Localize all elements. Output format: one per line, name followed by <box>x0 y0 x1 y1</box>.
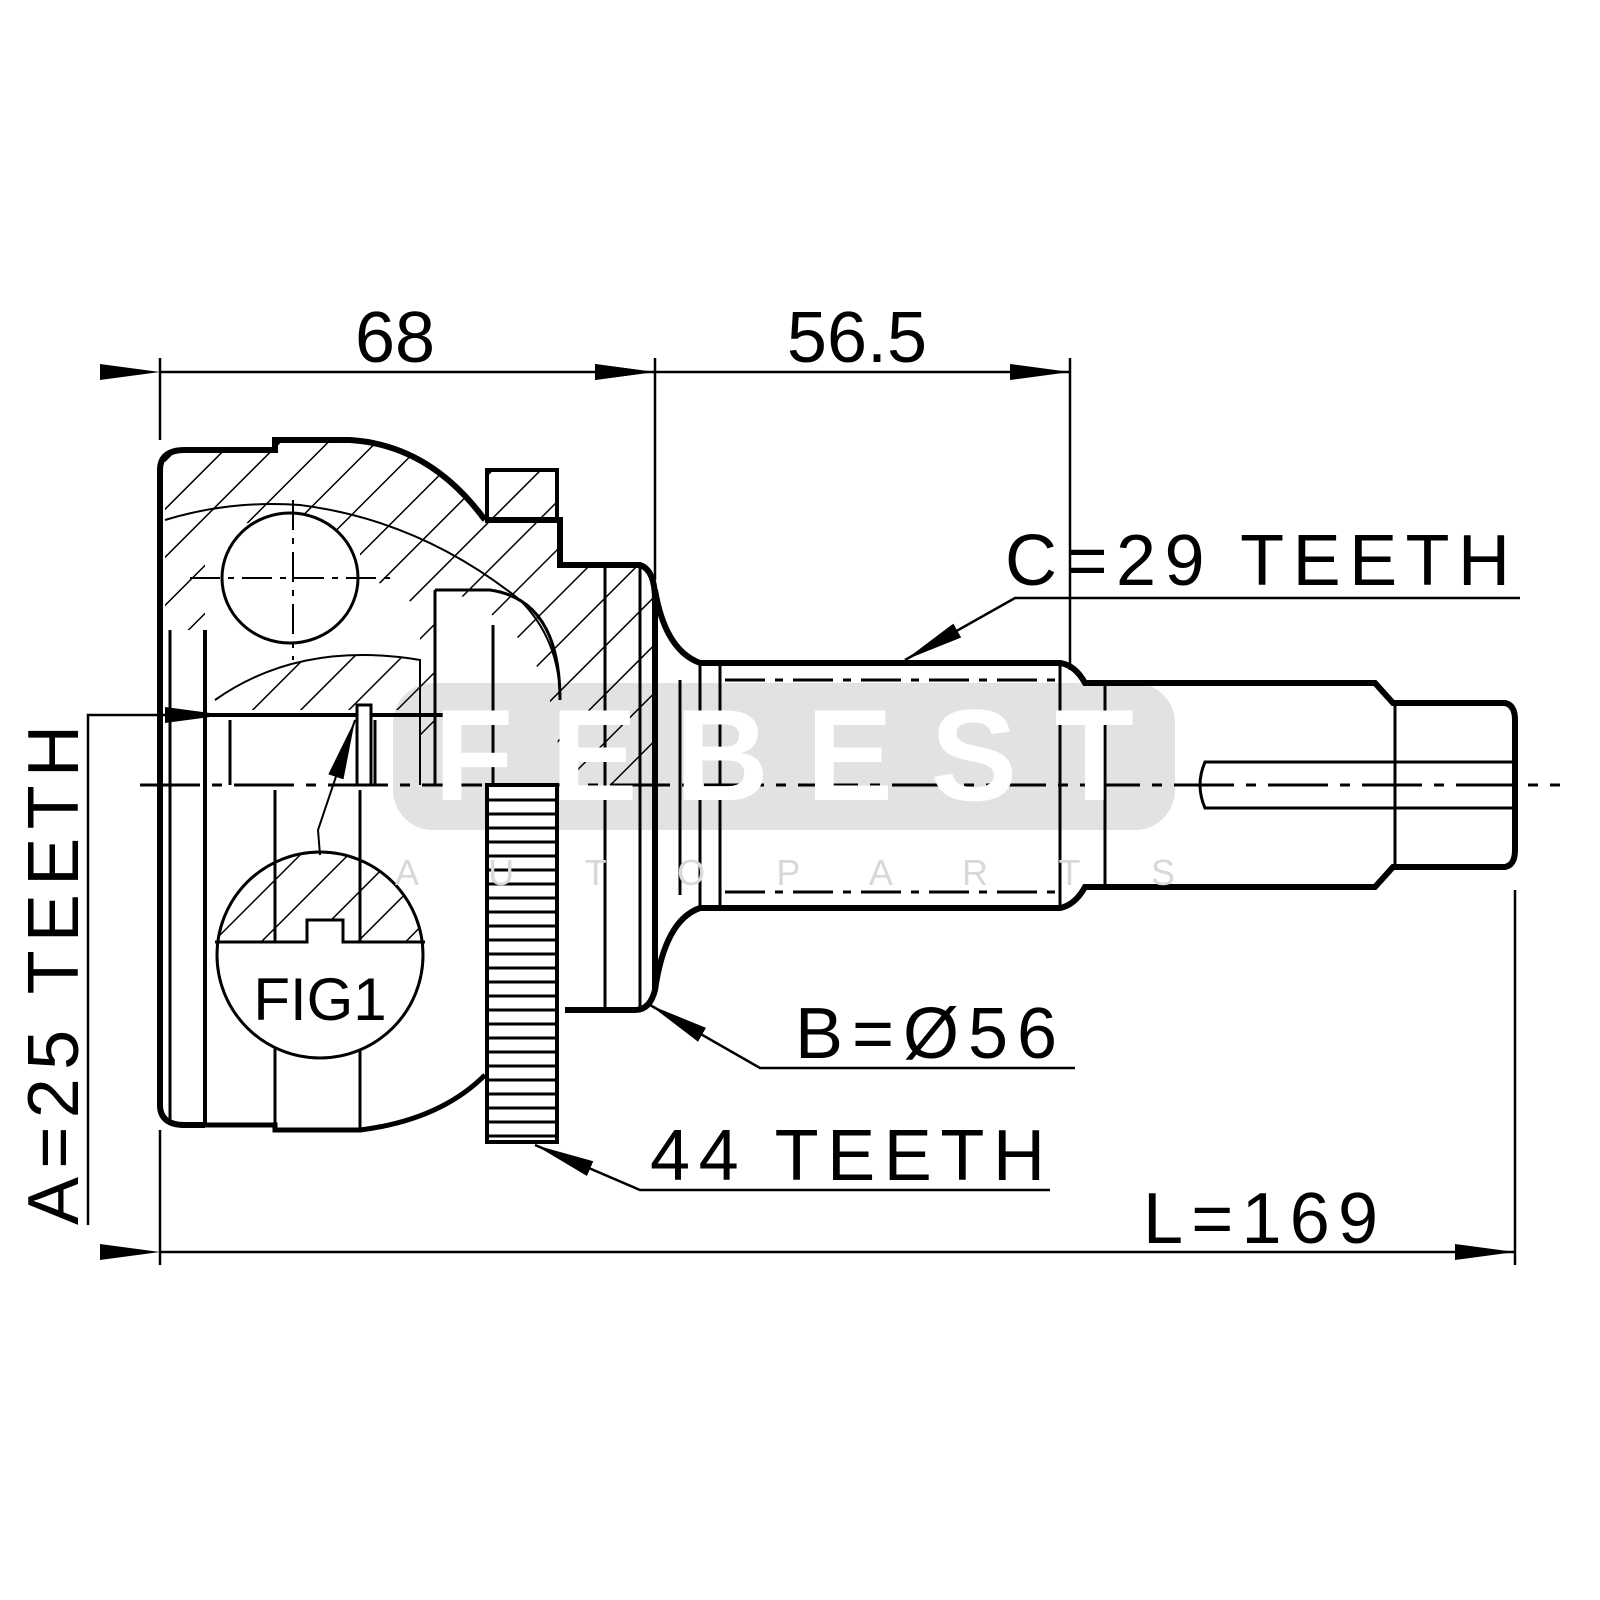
callout-b-diameter: B=Ø56 <box>795 994 1057 1074</box>
callout-44-teeth: 44 TEETH <box>650 1116 1045 1196</box>
dimension-56-5: 56.5 <box>787 298 927 378</box>
dimension-68: 68 <box>355 298 435 378</box>
abs-ring <box>485 468 559 1144</box>
fig1-label: FIG1 <box>253 966 386 1033</box>
dimension-total-length: L=169 <box>1143 1179 1378 1259</box>
dimension-lines <box>86 358 1520 1265</box>
callout-a-teeth: A=25 TEETH <box>14 725 94 1225</box>
stem <box>652 589 1518 991</box>
fig1-detail: FIG1 <box>215 719 425 1060</box>
watermark-tagline: A U T O P A R T S <box>395 852 1175 893</box>
outer-housing <box>157 437 658 1133</box>
ball <box>190 500 395 660</box>
callout-c-teeth: C=29 TEETH <box>1005 521 1510 601</box>
